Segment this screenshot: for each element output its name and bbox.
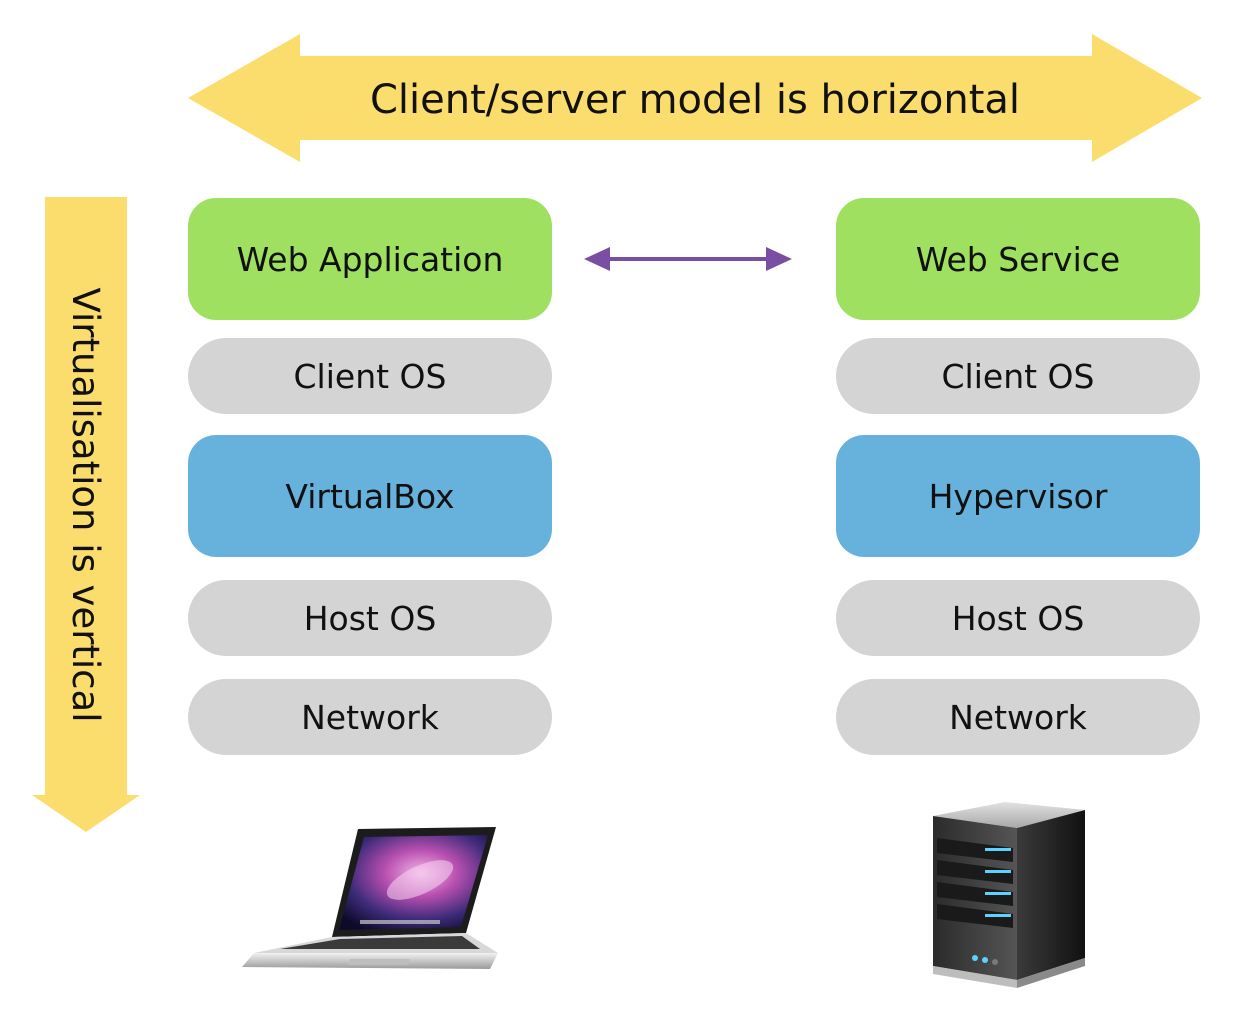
client-layer-virtualbox: VirtualBox (188, 435, 552, 557)
vertical-arrow-shape (32, 197, 140, 832)
laptop-icon (242, 827, 498, 969)
horizontal-arrow-label: Client/server model is horizontal (369, 77, 1021, 123)
server-layer-network: Network (836, 679, 1200, 755)
vertical-arrow-label: Virtualisation is vertical (64, 287, 107, 723)
horizontal-double-arrow (188, 34, 1202, 162)
server-layer-client-os: Client OS (836, 338, 1200, 414)
server-icon (933, 802, 1085, 988)
horizontal-arrow-shape (188, 34, 1202, 162)
server-layer-web-service: Web Service (836, 198, 1200, 320)
server-layer-host-os: Host OS (836, 580, 1200, 656)
client-layer-web-application: Web Application (188, 198, 552, 320)
client-layer-network: Network (188, 679, 552, 755)
client-server-link-arrow (584, 247, 792, 271)
client-layer-host-os: Host OS (188, 580, 552, 656)
client-layer-client-os: Client OS (188, 338, 552, 414)
vertical-down-arrow (32, 197, 140, 832)
server-layer-hypervisor: Hypervisor (836, 435, 1200, 557)
